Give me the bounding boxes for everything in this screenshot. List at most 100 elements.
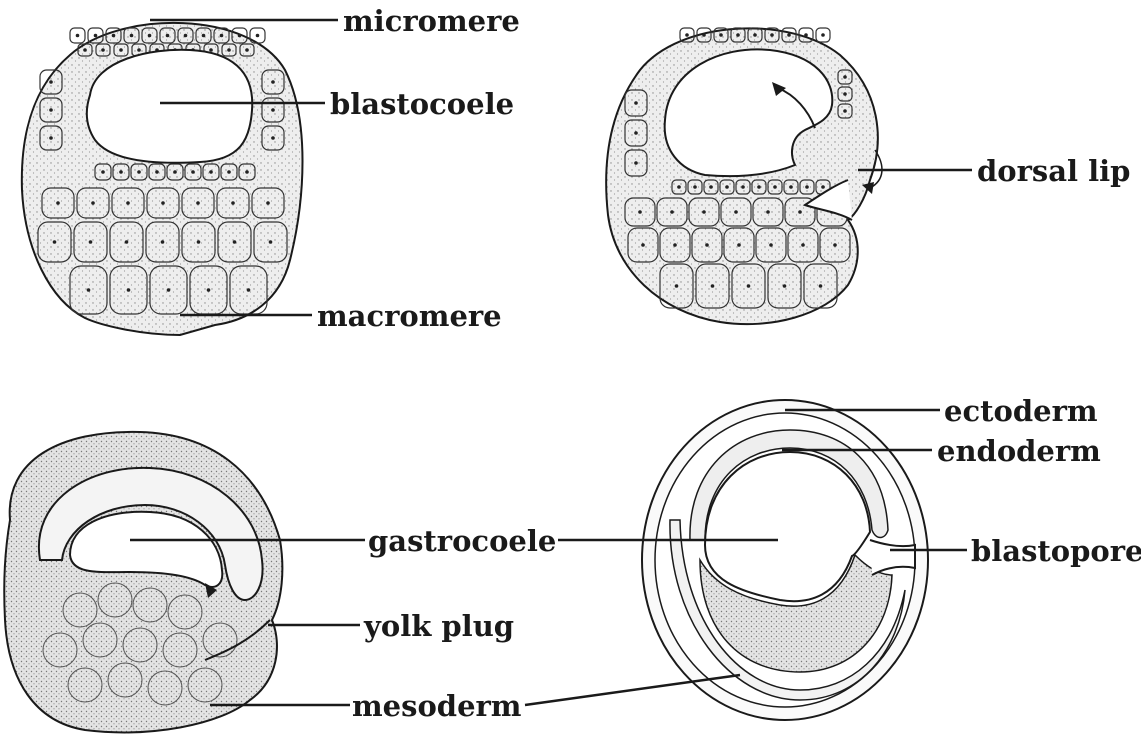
cell-nucleus [161,201,165,205]
cell-nucleus [119,170,123,174]
cell-nucleus [207,288,211,292]
cell-nucleus [101,170,105,174]
cell-nucleus [801,243,805,247]
cell-nucleus [773,185,777,189]
cell-nucleus [747,284,751,288]
cell-nucleus [161,240,165,244]
cell-nucleus [256,34,260,38]
cell-nucleus [833,243,837,247]
cell-nucleus [783,284,787,288]
cell-nucleus [89,240,93,244]
cell-nucleus [675,284,679,288]
cell-nucleus [705,243,709,247]
cell-nucleus [91,201,95,205]
label-gastrocoele: gastrocoele [368,524,556,558]
blastocoele-cavity [87,50,253,163]
cell-nucleus [673,243,677,247]
cell-nucleus [821,185,825,189]
blastula-panel [22,23,303,335]
cell-nucleus [670,210,674,214]
cell-nucleus [821,33,825,37]
cell-nucleus [137,48,141,52]
cell-nucleus [634,101,638,105]
cell-nucleus [702,210,706,214]
cell-nucleus [702,33,706,37]
cell-nucleus [741,185,745,189]
cell-nucleus [769,243,773,247]
cell-nucleus [693,185,697,189]
cell-nucleus [819,284,823,288]
cell-nucleus [734,210,738,214]
cell-nucleus [173,170,177,174]
cell-nucleus [789,185,793,189]
cell-nucleus [56,201,60,205]
cell-nucleus [53,240,57,244]
cell-nucleus [87,288,91,292]
cell-nucleus [766,210,770,214]
cell-nucleus [220,34,224,38]
cell-nucleus [167,288,171,292]
mid-gastrula-panel [4,432,282,732]
cell-nucleus [126,201,130,205]
cell-nucleus [843,109,847,113]
cell-nucleus [843,75,847,79]
cell-nucleus [94,34,98,38]
cell-nucleus [233,240,237,244]
cell-nucleus [641,243,645,247]
cell-nucleus [184,34,188,38]
cell-nucleus [49,108,53,112]
cell-nucleus [770,33,774,37]
cell-nucleus [101,48,105,52]
cell-nucleus [843,92,847,96]
cell-nucleus [798,210,802,214]
early-gastrula-panel [606,28,882,324]
cell-nucleus [231,201,235,205]
cell-nucleus [271,136,275,140]
cell-nucleus [245,170,249,174]
cell-nucleus [677,185,681,189]
cell-nucleus [634,131,638,135]
cell-nucleus [805,185,809,189]
cell-nucleus [634,161,638,165]
cell-nucleus [196,201,200,205]
cell-nucleus [125,240,129,244]
cell-nucleus [209,170,213,174]
cell-nucleus [227,48,231,52]
cell-nucleus [49,80,53,84]
cell-nucleus [127,288,131,292]
cell-nucleus [197,240,201,244]
cell-nucleus [245,48,249,52]
cell-nucleus [271,108,275,112]
cell-nucleus [269,240,273,244]
cell-nucleus [638,210,642,214]
cell-nucleus [83,48,87,52]
cell-nucleus [709,185,713,189]
cell-nucleus [787,33,791,37]
cell-nucleus [166,34,170,38]
label-blastocoele: blastocoele [330,87,514,121]
label-mesoderm: mesoderm [352,689,522,723]
cell-nucleus [711,284,715,288]
cell-nucleus [112,34,116,38]
cell-nucleus [238,34,242,38]
cell-nucleus [804,33,808,37]
label-macromere: macromere [317,299,502,333]
cell-nucleus [130,34,134,38]
cell-nucleus [148,34,152,38]
label-blastopore: blastopore [971,534,1141,568]
cell-nucleus [247,288,251,292]
cell-nucleus [191,170,195,174]
label-endoderm: endoderm [937,434,1101,468]
label-micromere: micromere [343,4,520,38]
cell-nucleus [757,185,761,189]
cell-nucleus [737,243,741,247]
cell-nucleus [753,33,757,37]
cell-nucleus [719,33,723,37]
cell-nucleus [227,170,231,174]
cell-nucleus [119,48,123,52]
cell-nucleus [202,34,206,38]
label-dorsal-lip: dorsal lip [977,154,1130,188]
label-yolk-plug: yolk plug [363,609,514,643]
cell-nucleus [137,170,141,174]
